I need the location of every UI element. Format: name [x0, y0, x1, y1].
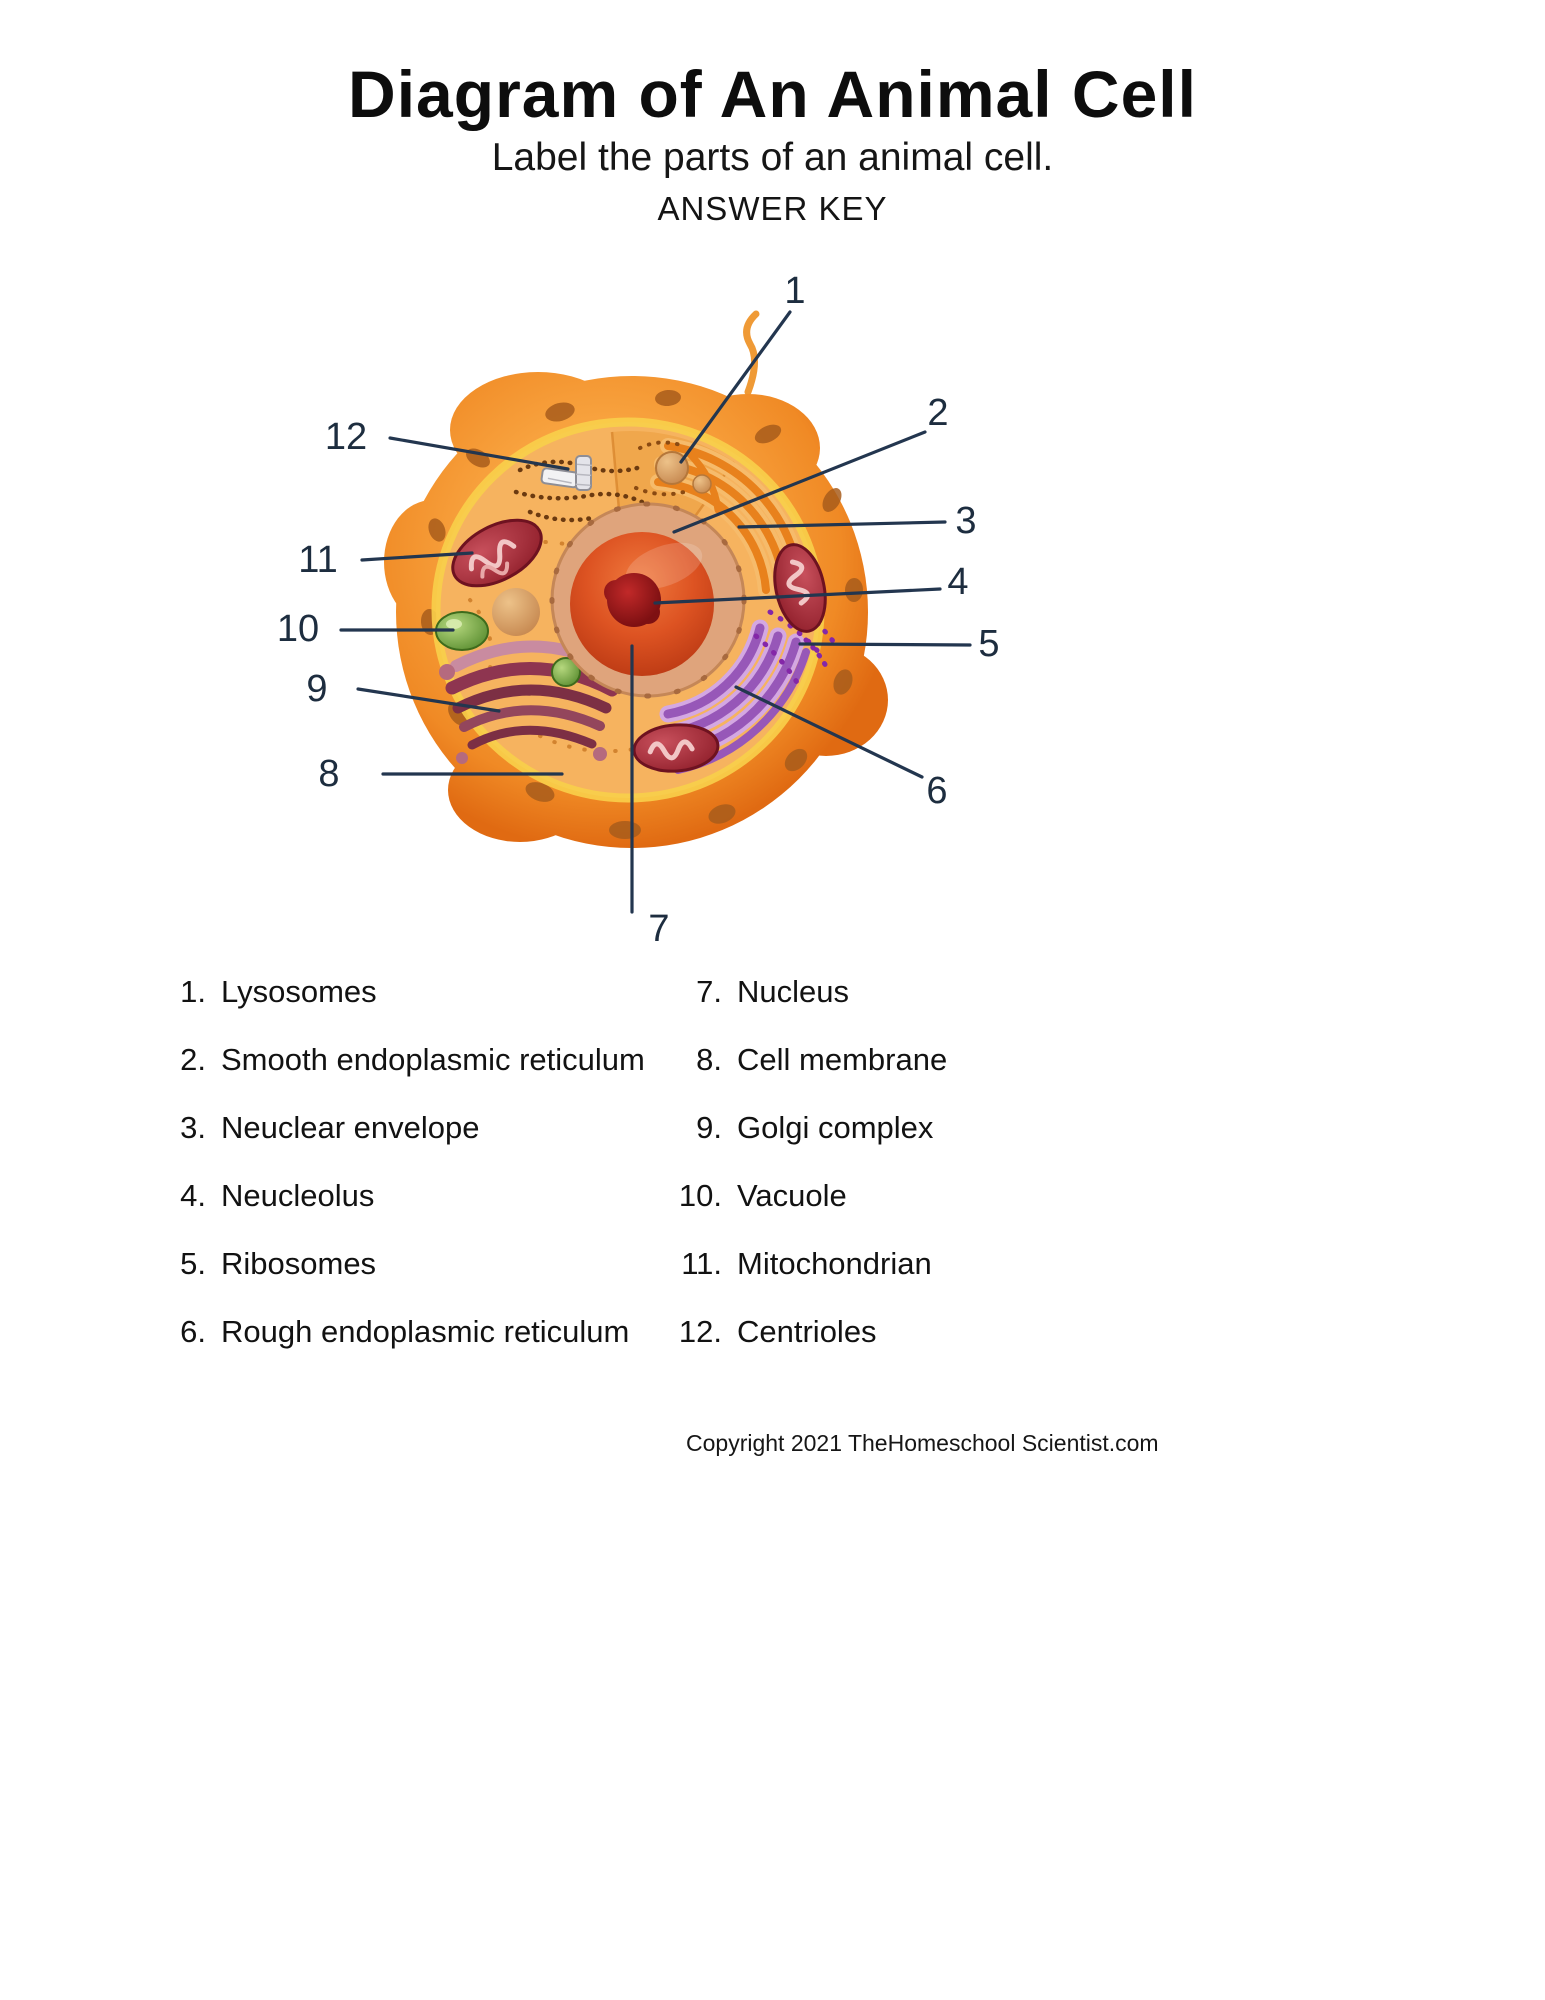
answer-label: Centrioles — [737, 1314, 877, 1349]
answer-number: 6. — [180, 1314, 206, 1349]
answer-label: Ribosomes — [221, 1246, 377, 1281]
answer-label: Lysosomes — [221, 974, 377, 1009]
answer-row-4: 4. Neucleolus — [148, 1176, 668, 1216]
answer-number: 8. — [696, 1042, 722, 1077]
lysosomes — [634, 440, 712, 497]
answer-label: Nucleus — [737, 974, 849, 1009]
mitochondrion-bottom — [632, 723, 720, 773]
small-vacuole — [551, 657, 581, 687]
callout-number-4: 4 — [947, 561, 968, 603]
answer-number: 1. — [180, 974, 206, 1009]
answer-label: Rough endoplasmic reticulum — [221, 1314, 630, 1349]
answer-number: 10. — [678, 1178, 722, 1213]
answer-key-heading: ANSWER KEY — [657, 190, 888, 227]
leader-line-12 — [388, 436, 570, 471]
copyright-text: Copyright 2021 TheHomeschool Scientist.c… — [686, 1430, 1159, 1456]
flagellum — [743, 310, 760, 396]
callout-number-11: 11 — [298, 539, 337, 581]
answer-label: Smooth endoplasmic reticulum — [221, 1042, 645, 1077]
callout-number-3: 3 — [955, 500, 976, 542]
leader-line-3 — [737, 520, 947, 529]
leader-line-4 — [653, 587, 942, 605]
answer-label: Neuclear envelope — [221, 1110, 480, 1145]
callout-number-10: 10 — [277, 608, 319, 650]
answer-number: 2. — [180, 1042, 206, 1077]
callout-number-7: 7 — [648, 908, 669, 950]
answer-list-left: 1. Lysosomes 2. Smooth endoplasmic retic… — [148, 972, 668, 1380]
callout-number-8: 8 — [318, 753, 339, 795]
answer-row-1: 1. Lysosomes — [148, 972, 668, 1012]
answer-list-right: 7. Nucleus 8. Cell membrane 9. Golgi com… — [664, 972, 1144, 1380]
callout-number-1: 1 — [784, 270, 805, 312]
answer-label: Neucleolus — [221, 1178, 375, 1213]
leader-line-1 — [679, 310, 792, 464]
callout-lines — [339, 310, 972, 914]
nucleus — [549, 501, 747, 699]
callout-number-12: 12 — [325, 416, 367, 458]
nucleolus — [604, 573, 661, 627]
answer-label: Golgi complex — [737, 1110, 934, 1145]
leader-line-5 — [798, 642, 972, 647]
callout-numbers: 1 2 3 4 5 6 7 8 9 10 11 12 — [277, 270, 1000, 950]
answer-number: 4. — [180, 1178, 206, 1213]
mitochondrion-left — [451, 518, 543, 588]
callout-number-9: 9 — [306, 668, 327, 710]
answer-number: 3. — [180, 1110, 206, 1145]
answer-row-8: 8. Cell membrane — [664, 1040, 1144, 1080]
membrane-spots — [420, 389, 864, 839]
answer-number: 11. — [681, 1246, 722, 1281]
answer-row-2: 2. Smooth endoplasmic reticulum — [148, 1040, 668, 1080]
vesicle-sphere — [492, 588, 540, 636]
answer-row-3: 3. Neuclear envelope — [148, 1108, 668, 1148]
answer-row-7: 7. Nucleus — [664, 972, 1144, 1012]
answer-row-6: 6. Rough endoplasmic reticulum — [148, 1312, 668, 1352]
answer-row-10: 10. Vacuole — [664, 1176, 1144, 1216]
leader-line-2 — [672, 430, 927, 534]
answer-number: 9. — [696, 1110, 722, 1145]
leader-line-9 — [356, 687, 501, 713]
mitochondrion-right — [773, 543, 827, 633]
answer-row-5: 5. Ribosomes — [148, 1244, 668, 1284]
answer-label: Mitochondrian — [737, 1246, 932, 1281]
leader-line-6 — [734, 685, 924, 779]
answer-label: Cell membrane — [737, 1042, 948, 1077]
answer-row-12: 12. Centrioles — [664, 1312, 1144, 1352]
answer-row-11: 11. Mitochondrian — [664, 1244, 1144, 1284]
vacuole — [435, 611, 489, 651]
answer-number: 5. — [180, 1246, 206, 1281]
page-title: Diagram of An Animal Cell — [348, 57, 1197, 131]
callout-number-6: 6 — [926, 770, 947, 812]
page-subtitle: Label the parts of an animal cell. — [491, 136, 1054, 179]
answer-row-9: 9. Golgi complex — [664, 1108, 1144, 1148]
answer-label: Vacuole — [737, 1178, 847, 1213]
callout-number-5: 5 — [978, 623, 999, 665]
answer-number: 7. — [696, 974, 722, 1009]
leader-line-11 — [360, 551, 474, 562]
callout-number-2: 2 — [927, 392, 948, 434]
answer-number: 12. — [678, 1314, 722, 1349]
